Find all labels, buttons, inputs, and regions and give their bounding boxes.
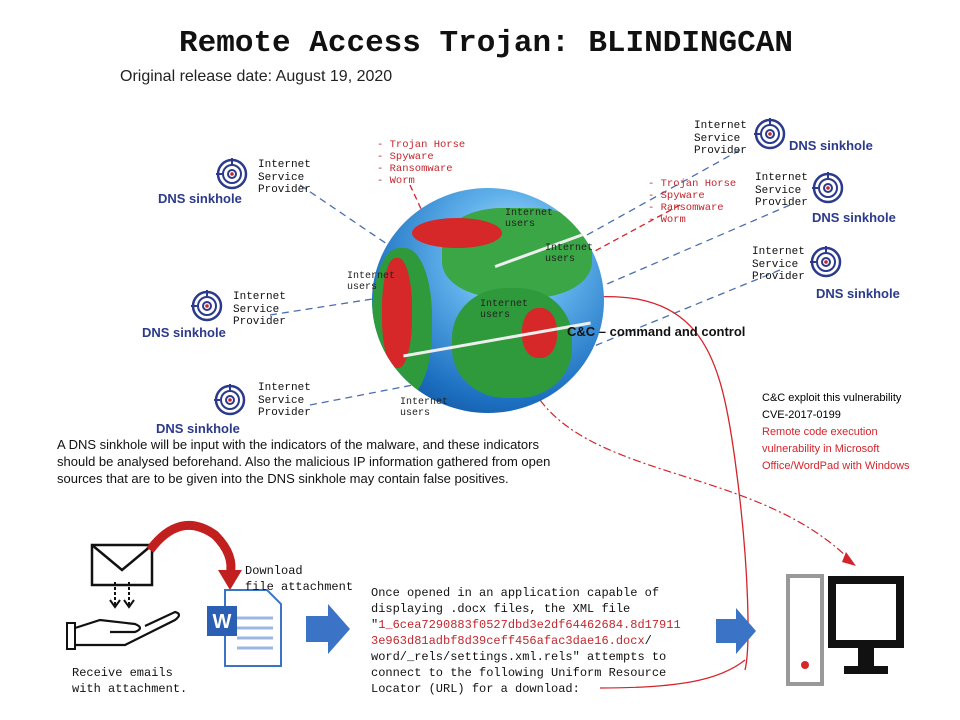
cve-line: Remote code execution [762, 426, 878, 438]
download-label: Download file attachment [245, 564, 354, 594]
internet-users-label: Internet users [545, 243, 594, 265]
right-arrow-icon [716, 608, 756, 654]
isp-label: Internet Service Provider [233, 291, 286, 328]
svg-text:W: W [213, 611, 232, 633]
dns-sinkhole-description: A DNS sinkhole will be input with the in… [57, 437, 551, 486]
dns-sinkhole-icon [214, 384, 246, 416]
isp-label: Internet Service Provider [752, 246, 805, 283]
dns-sinkhole-icon [216, 158, 248, 190]
dashed-line [559, 149, 741, 251]
description-text: / word/_rels/settings.xml.rels" attempts… [371, 634, 667, 696]
dns-sinkhole-label: DNS sinkhole [816, 286, 900, 301]
internet-users-label: Internet users [347, 271, 396, 293]
isp-label: Internet Service Provider [755, 172, 808, 209]
url-line [599, 659, 746, 689]
cve-note: C&C exploit this vulnerability CVE-2017-… [762, 390, 910, 475]
isp-label: Internet Service Provider [694, 120, 747, 157]
cve-id: CVE-2017-0199 [762, 409, 841, 421]
dns-sinkhole-label: DNS sinkhole [812, 210, 896, 225]
exploit-line [539, 399, 851, 561]
cve-line: C&C exploit this vulnerability [762, 392, 902, 404]
dns-sinkhole-icon [812, 172, 844, 204]
computer-icon [786, 574, 904, 686]
right-arrow-icon [306, 604, 350, 654]
cve-line: Office/WordPad with Windows [762, 460, 910, 472]
internet-users-label: Internet users [505, 208, 554, 230]
page-title: Remote Access Trojan: BLINDINGCAN [179, 26, 793, 61]
isp-label: Internet Service Provider [258, 382, 311, 419]
cc-label: C&C – command and control [567, 324, 746, 339]
dns-sinkhole-label: DNS sinkhole [156, 421, 240, 436]
internet-users-label: Internet users [400, 397, 449, 419]
internet-users-label: Internet users [480, 299, 529, 321]
isp-label: Internet Service Provider [258, 159, 311, 196]
cve-line: vulnerability in Microsoft [762, 443, 880, 455]
dns-sinkhole-icon [191, 290, 223, 322]
dns-sinkhole-icon [810, 246, 842, 278]
release-date: Original release date: August 19, 2020 [120, 68, 393, 85]
description-text: Once opened in an application capable of… [371, 586, 660, 632]
word-document-icon: W [207, 589, 282, 667]
malicious-filename: 1_6cea7290883f0527dbd3e2df64462684.8d179… [371, 618, 681, 648]
dns-sinkhole-label: DNS sinkhole [142, 325, 226, 340]
arrowhead-icon [842, 552, 856, 566]
dns-sinkhole-label: DNS sinkhole [789, 138, 873, 153]
email-hand-icon [66, 543, 181, 650]
globe-image [372, 188, 604, 413]
malware-list: - Trojan Horse - Spyware - Ransomware - … [648, 178, 737, 226]
dashed-line [559, 269, 781, 361]
receive-emails-label: Receive emails with attachment. [72, 666, 188, 696]
xml-description: Once opened in an application capable of… [371, 585, 681, 697]
curved-arrow-icon [146, 520, 242, 590]
dns-sinkhole-label: DNS sinkhole [158, 191, 242, 206]
dashed-line [309, 369, 491, 406]
dashed-line [569, 204, 791, 301]
dashed-line [299, 184, 441, 281]
malware-list: - Trojan Horse - Spyware - Ransomware - … [377, 139, 466, 187]
dns-sinkhole-icon [754, 118, 786, 150]
